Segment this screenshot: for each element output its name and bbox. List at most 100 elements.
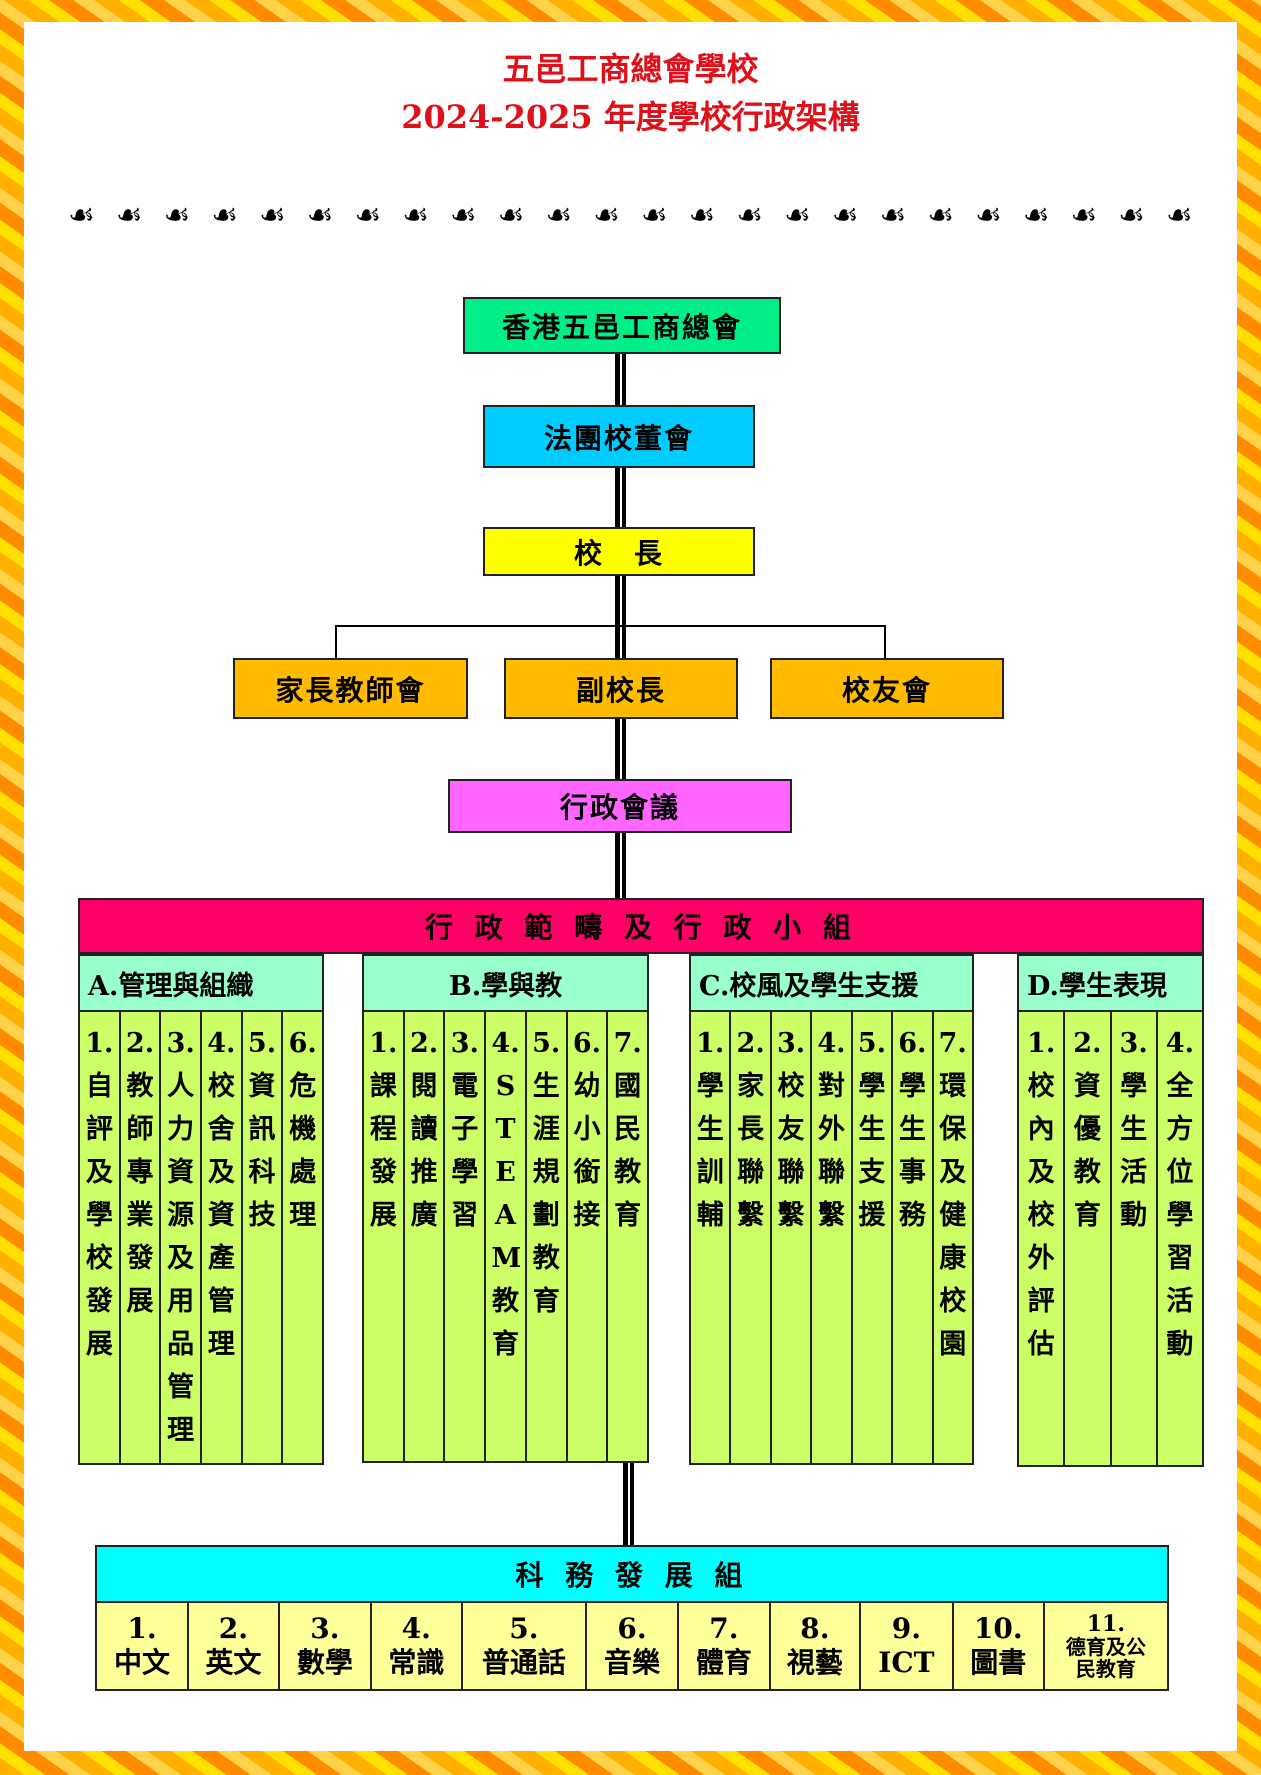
branch-right bbox=[884, 625, 886, 658]
subject-cell: 6.音樂 bbox=[587, 1603, 679, 1689]
group-item: 1.課程發展 bbox=[364, 1012, 405, 1461]
branch-left bbox=[335, 625, 337, 658]
subject-cell: 11.德育及公民教育 bbox=[1045, 1603, 1167, 1689]
subject-cell: 7.體育 bbox=[679, 1603, 771, 1689]
subject-number: 1. bbox=[127, 1612, 157, 1645]
subject-label: 數學 bbox=[296, 1646, 353, 1679]
item-label: 電子學習 bbox=[451, 1071, 479, 1231]
floral-swirl-icon: ☙ bbox=[1022, 198, 1050, 233]
item-label: 課程發展 bbox=[369, 1071, 397, 1231]
item-label: 對外聯繫 bbox=[817, 1071, 845, 1231]
item-label: 環保及健康校園 bbox=[939, 1071, 967, 1360]
item-number: 3. bbox=[166, 1028, 195, 1059]
floral-swirl-icon: ☙ bbox=[68, 198, 95, 233]
branch-connector bbox=[335, 625, 886, 627]
admin-meeting-box: 行政會議 bbox=[448, 779, 792, 833]
floral-swirl-icon: ☙ bbox=[1118, 198, 1146, 233]
group-item: 3.校友聯繫 bbox=[772, 1012, 813, 1463]
subject-number: 5. bbox=[509, 1612, 539, 1645]
floral-swirl-icon: ☙ bbox=[784, 198, 811, 233]
floral-swirl-icon: ☙ bbox=[449, 198, 477, 233]
floral-swirl-icon: ☙ bbox=[163, 198, 191, 233]
item-label: 資訊科技 bbox=[248, 1071, 276, 1231]
floral-swirl-icon: ☙ bbox=[974, 198, 1002, 233]
item-label: 資優教育 bbox=[1073, 1071, 1101, 1231]
subject-label: 中文 bbox=[113, 1646, 170, 1679]
subject-label: 英文 bbox=[205, 1646, 262, 1679]
item-number: 7. bbox=[938, 1028, 967, 1059]
subject-cell: 2.英文 bbox=[189, 1603, 280, 1689]
item-number: 1. bbox=[85, 1028, 114, 1059]
floral-swirl-icon: ☙ bbox=[831, 198, 859, 233]
floral-swirl-icon: ☙ bbox=[688, 198, 716, 233]
subject-dev-bar: 科 務 發 展 組 bbox=[95, 1545, 1169, 1603]
group-item: 4.對外聯繫 bbox=[812, 1012, 853, 1463]
group-item: 4. 校舍及資產管理 bbox=[202, 1012, 243, 1463]
item-label: 家長聯繫 bbox=[737, 1071, 765, 1231]
item-number: 1. bbox=[696, 1028, 725, 1059]
floral-swirl-icon: ☙ bbox=[497, 198, 525, 233]
ornament-divider: ☙☙☙☙☙☙☙☙☙☙☙☙☙☙☙☙☙☙☙☙☙☙☙☙ bbox=[68, 198, 1193, 233]
subject-cell: 10.圖書 bbox=[954, 1603, 1045, 1689]
group-item: 3.電子學習 bbox=[445, 1012, 487, 1461]
item-label: 校內及校外評估 bbox=[1027, 1071, 1055, 1360]
item-number: 5. bbox=[857, 1028, 886, 1059]
subject-cell: 8.視藝 bbox=[771, 1603, 861, 1689]
group-item: 1. 學生訓輔 bbox=[691, 1012, 732, 1463]
group-item: 7.國民教育 bbox=[608, 1012, 647, 1461]
item-label: 學生活動 bbox=[1120, 1071, 1148, 1231]
item-label: 人力資源及用品管理 bbox=[167, 1071, 195, 1446]
floral-swirl-icon: ☙ bbox=[258, 198, 286, 233]
subject-label: 體育 bbox=[695, 1646, 752, 1679]
group-item: 3. 人力資源及用品管理 bbox=[161, 1012, 203, 1463]
item-number: 5. bbox=[532, 1028, 561, 1059]
item-number: 2. bbox=[1073, 1028, 1102, 1059]
subject-label: 常識 bbox=[388, 1646, 445, 1679]
floral-swirl-icon: ☙ bbox=[593, 198, 620, 233]
alumni-box: 校友會 bbox=[770, 658, 1004, 719]
group-item: 2. 家長聯繫 bbox=[731, 1012, 772, 1463]
item-label: 學生訓輔 bbox=[696, 1071, 724, 1231]
floral-swirl-icon: ☙ bbox=[306, 198, 334, 233]
floral-swirl-icon: ☙ bbox=[354, 198, 382, 233]
item-label: 幼小銜接 bbox=[573, 1071, 601, 1231]
item-label: 自評及學校發展 bbox=[85, 1071, 113, 1360]
item-number: 4. bbox=[207, 1028, 236, 1059]
floral-swirl-icon: ☙ bbox=[1070, 198, 1098, 233]
floral-swirl-icon: ☙ bbox=[1165, 198, 1193, 233]
group-item: 2.教師專業發展 bbox=[121, 1012, 162, 1463]
subject-number: 2. bbox=[218, 1612, 249, 1645]
subject-label: ICT bbox=[878, 1646, 935, 1679]
item-label: 生涯規劃教育 bbox=[532, 1071, 560, 1317]
subject-label: 視藝 bbox=[786, 1646, 843, 1679]
floral-swirl-icon: ☙ bbox=[211, 198, 239, 233]
floral-swirl-icon: ☙ bbox=[545, 198, 573, 233]
subject-number: 9. bbox=[891, 1612, 921, 1645]
group-header: C.校風及學生支援 bbox=[691, 956, 972, 1012]
group-item: 5.學生支援 bbox=[853, 1012, 894, 1463]
federation-box: 香港五邑工商總會 bbox=[463, 297, 781, 354]
vice-principal-box: 副校長 bbox=[504, 658, 738, 719]
group-header: A.管理與組織 bbox=[80, 956, 322, 1012]
board-box: 法團校董會 bbox=[483, 405, 755, 468]
item-label: 校舍及資產管理 bbox=[207, 1071, 235, 1360]
subject-label: 德育及公民教育 bbox=[1065, 1635, 1146, 1681]
group-item: 6.幼小銜接 bbox=[568, 1012, 609, 1461]
item-number: 2. bbox=[736, 1028, 765, 1059]
item-label: 校友聯繫 bbox=[777, 1071, 805, 1231]
admin-scope-bar: 行 政 範 疇 及 行 政 小 組 bbox=[78, 898, 1204, 954]
subject-cell: 9.ICT bbox=[861, 1603, 954, 1689]
subject-cell: 3.數學 bbox=[280, 1603, 372, 1689]
item-number: 1. bbox=[1027, 1028, 1056, 1059]
connector-to-subjects bbox=[623, 1463, 634, 1545]
item-number: 7. bbox=[613, 1028, 642, 1059]
chart-title: 2024-2025 年度學校行政架構 bbox=[401, 98, 860, 136]
subject-number: 11. bbox=[1086, 1611, 1125, 1637]
item-number: 5. bbox=[247, 1028, 277, 1059]
group-item: 2. 資優教育 bbox=[1065, 1012, 1112, 1465]
item-label: STEAM教育 bbox=[491, 1071, 522, 1360]
